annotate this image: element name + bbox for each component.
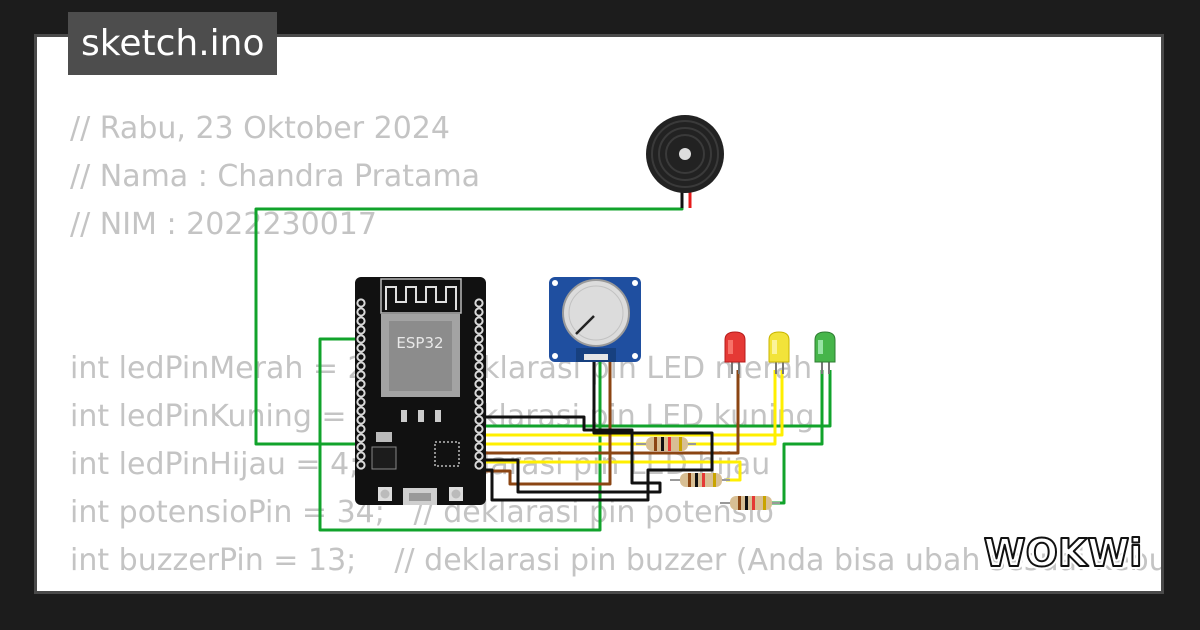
esp32-board[interactable]: ESP32	[355, 277, 486, 505]
led-yellow-icon[interactable]	[768, 331, 790, 374]
resistor-icon[interactable]	[670, 473, 730, 487]
sketch-preview-card: // Rabu, 23 Oktober 2024 // Nama : Chand…	[34, 34, 1164, 594]
code-line: int buzzerPin = 13; // deklarasi pin buz…	[70, 543, 1164, 578]
code-line: // NIM : 2022230017	[70, 207, 377, 242]
sketch-filename-tab[interactable]: sketch.ino	[68, 12, 278, 75]
resistor-icon[interactable]	[636, 437, 696, 451]
wokwi-logo-text: WOKWi	[984, 531, 1143, 575]
wire-green-board-left	[318, 337, 602, 532]
wire-brown-2	[478, 352, 612, 486]
wire-green-buzzer	[254, 207, 684, 446]
board-label: ESP32	[396, 334, 443, 352]
wokwi-logo: WOKWi WOKWi	[981, 528, 1146, 578]
wire-black-1	[478, 415, 662, 494]
board-pins-left[interactable]	[356, 298, 366, 470]
code-line: // Rabu, 23 Oktober 2024	[70, 111, 450, 146]
en-button[interactable]	[449, 487, 463, 501]
buzzer-icon[interactable]	[646, 115, 724, 193]
led-red-icon[interactable]	[724, 331, 746, 374]
potentiometer-icon[interactable]	[549, 277, 641, 362]
code-line: int potensioPin = 34; // deklarasi pin p…	[70, 495, 774, 530]
code-line: // Nama : Chandra Pratama	[70, 159, 481, 194]
resistor-icon[interactable]	[720, 496, 780, 510]
boot-button[interactable]	[378, 487, 392, 501]
wire-yellow-1	[478, 370, 784, 437]
wire-yellow-2	[478, 370, 777, 446]
wire-brown-1	[478, 370, 740, 455]
led-green-icon[interactable]	[814, 331, 836, 374]
wire-black-2	[478, 352, 714, 502]
board-pins-right[interactable]	[474, 298, 484, 470]
svg-text:WOKWi: WOKWi	[984, 531, 1143, 575]
